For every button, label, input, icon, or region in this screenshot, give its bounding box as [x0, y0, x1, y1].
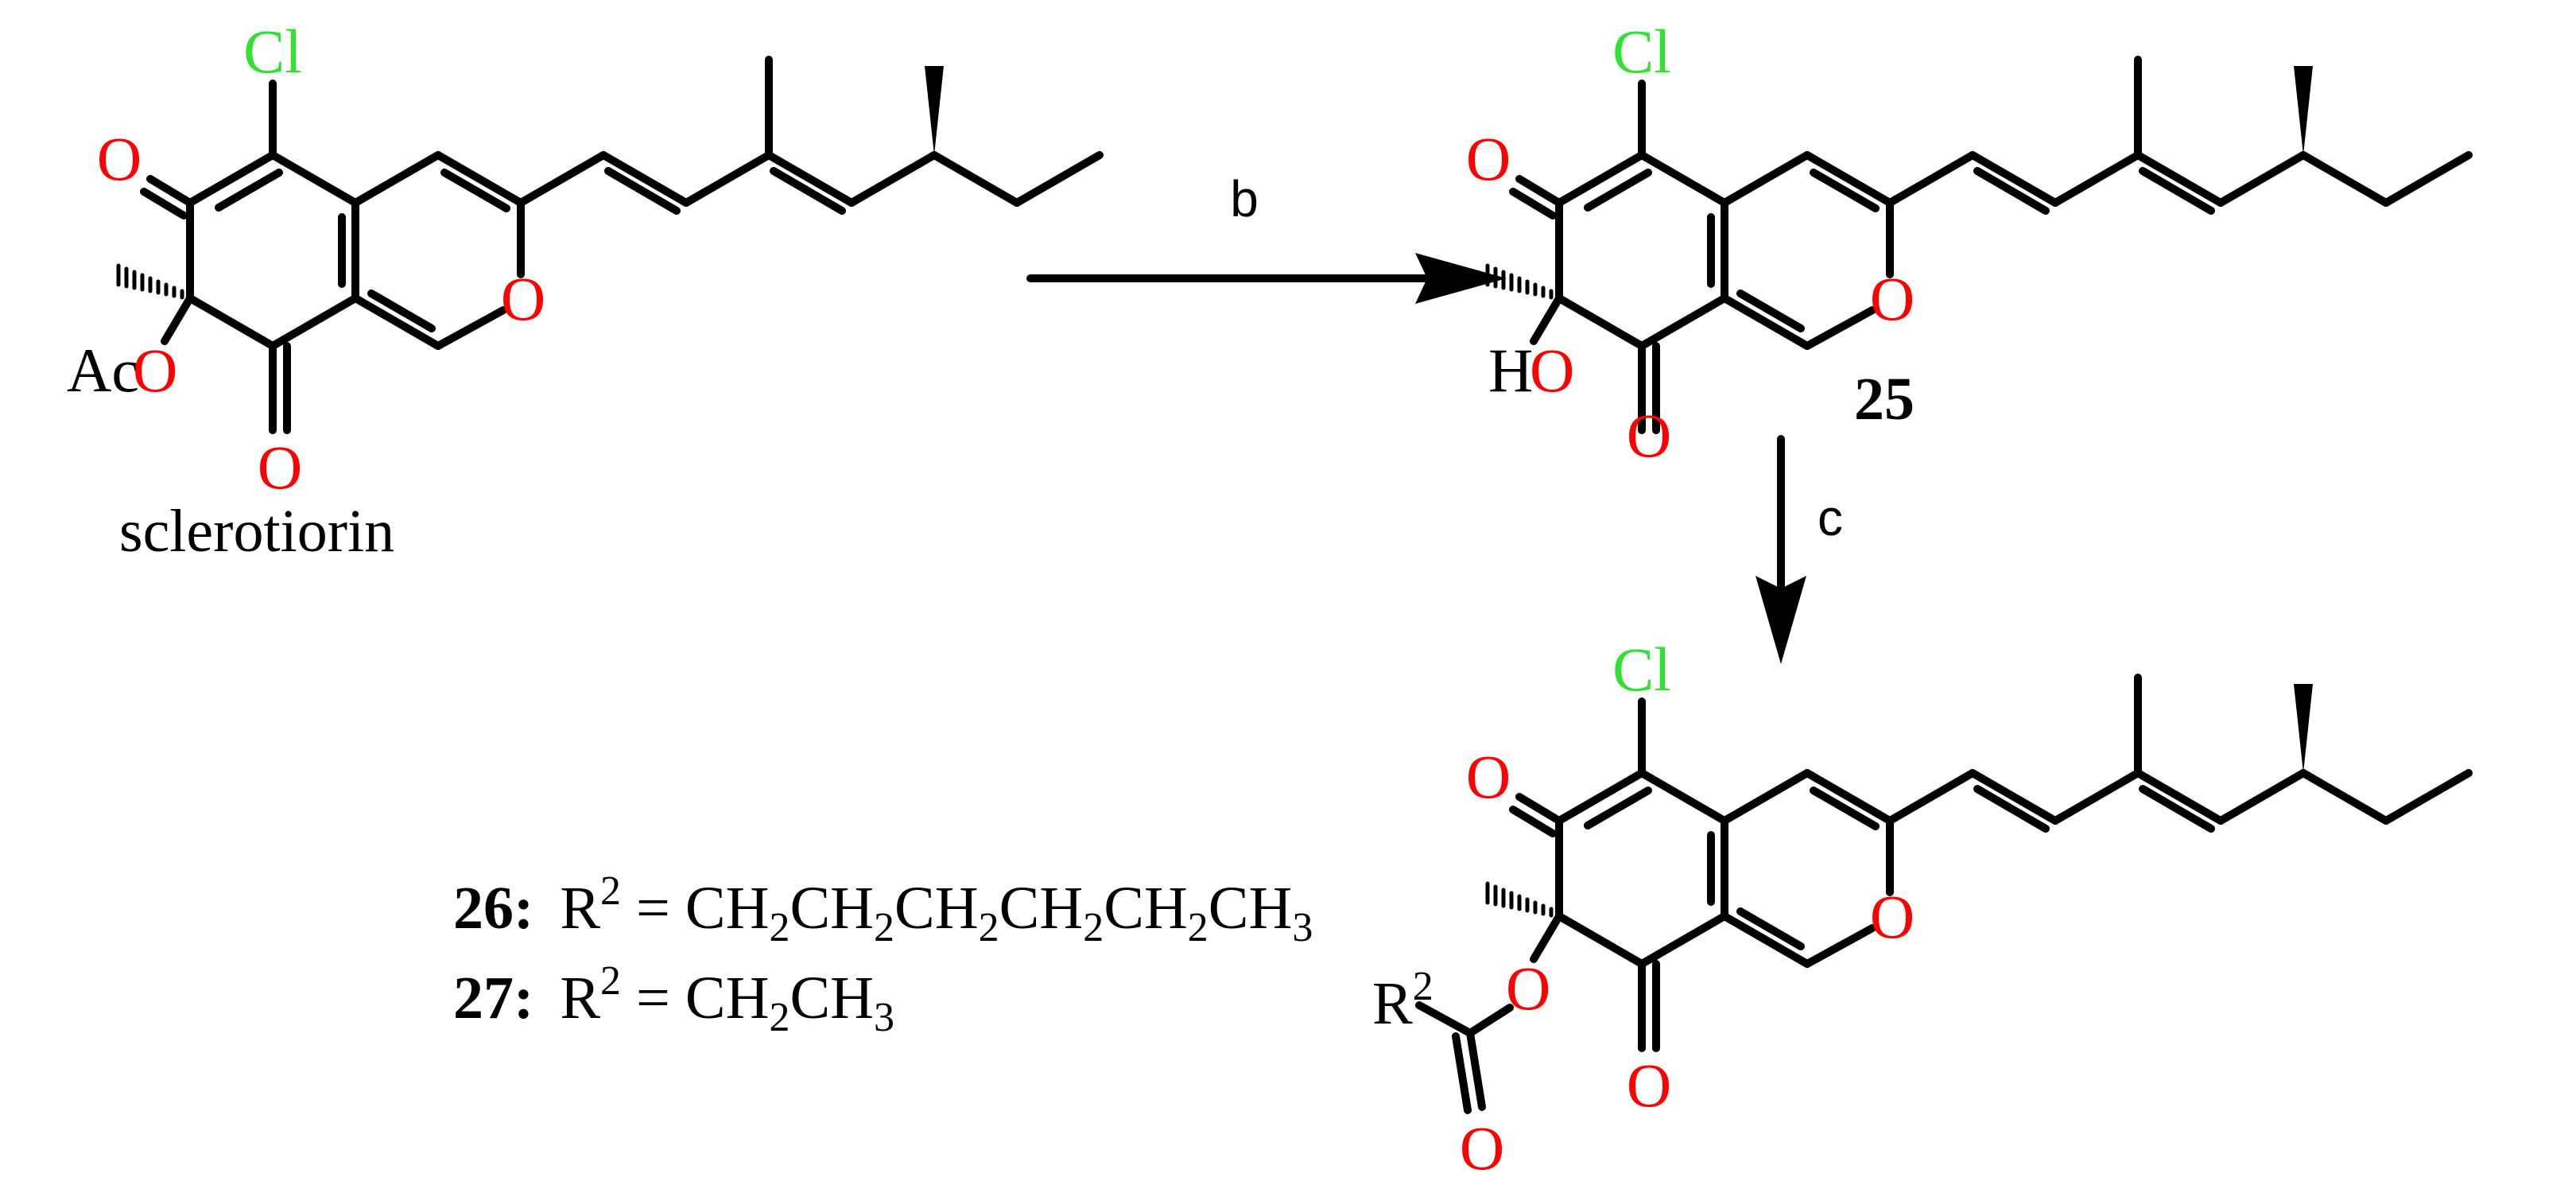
ester-r2-label: R2	[1372, 964, 1433, 1037]
formula-subscript: 3	[874, 995, 894, 1040]
reaction-arrow-b: b	[1026, 170, 1507, 304]
r-group-label-27: 27:	[453, 965, 533, 1031]
ester-r2-base: R	[1372, 970, 1413, 1037]
formula-subscript: 2	[979, 905, 999, 950]
formula-segment: CH	[1208, 875, 1293, 942]
compound-26-27-structure: Cl O O O O O R2	[1372, 635, 2469, 1181]
formula-segment: CH	[1104, 875, 1188, 942]
r-group-label-26: 26:	[453, 875, 533, 942]
sclerotiorin-ketone-oxygen-8: O	[258, 433, 302, 502]
formula-subscript: 2	[769, 905, 789, 950]
reaction-arrow-c: c	[1755, 435, 1843, 664]
r-group-eq-26: =	[621, 875, 685, 942]
sclerotiorin-ketone-oxygen-6: O	[97, 124, 142, 193]
ester-ketone-oxygen-8: O	[1627, 1051, 1671, 1120]
r-group-lhs-27: R	[560, 965, 600, 1031]
formula-subscript: 2	[874, 905, 894, 950]
formula-segment: CH	[894, 875, 979, 942]
compound-25-chlorine: Cl	[1612, 17, 1671, 86]
formula-segment: CH	[789, 875, 874, 942]
sclerotiorin-ring-oxygen: O	[501, 264, 545, 333]
ester-ketone-oxygen-6: O	[1466, 742, 1511, 811]
r-group-sup-26: 2	[600, 868, 621, 914]
reagent-label-b: b	[1230, 170, 1259, 227]
compound-25-ketone-oxygen-6: O	[1466, 124, 1511, 193]
r-group-lhs-26: R	[560, 875, 600, 942]
sclerotiorin-structure: Cl O O O Ac O	[67, 17, 1100, 502]
sclerotiorin-caption: sclerotiorin	[119, 498, 394, 565]
compound-label-25: 25	[1854, 366, 1915, 433]
ester-r2-superscript: 2	[1413, 964, 1433, 1009]
sclerotiorin-chlorine: Cl	[243, 17, 302, 86]
ester-ring-oxygen: O	[1870, 882, 1915, 951]
formula-subscript: 2	[1188, 905, 1208, 950]
formula-subscript: 3	[1292, 905, 1313, 950]
compound-25-ring-oxygen: O	[1870, 264, 1915, 333]
sclerotiorin-acetoxy-ac: Ac	[67, 336, 139, 405]
compound-25-hydroxyl-oxygen: O	[1530, 336, 1574, 405]
ester-oxygen: O	[1506, 954, 1550, 1023]
compound-25-ketone-oxygen-8: O	[1627, 401, 1671, 470]
sclerotiorin-acetoxy-oxygen: O	[133, 336, 177, 405]
formula-segment: CH	[789, 965, 874, 1031]
formula-segment: CH	[685, 875, 770, 942]
r-group-line-27: 27: R2 = CH2CH3	[453, 958, 894, 1040]
formula-subscript: 2	[1083, 905, 1104, 950]
r-group-sup-27: 2	[600, 958, 621, 1004]
compound-25-hydroxyl-h: H	[1488, 336, 1533, 405]
formula-segment: CH	[685, 965, 770, 1031]
r-group-line-26: 26: R2 = CH2CH2CH2CH2CH2CH3	[453, 868, 1313, 950]
compound-25-structure: Cl O O O H O	[1466, 17, 2469, 470]
r-group-eq-27: =	[621, 965, 685, 1031]
ester-carbonyl-oxygen: O	[1460, 1113, 1504, 1181]
formula-subscript: 2	[769, 995, 789, 1040]
r-group-definitions: 26: R2 = CH2CH2CH2CH2CH2CH3 27: R2 = CH2…	[453, 868, 1313, 1040]
ester-chlorine: Cl	[1612, 635, 1671, 704]
formula-segment: CH	[999, 875, 1084, 942]
reagent-label-c: c	[1818, 489, 1843, 546]
